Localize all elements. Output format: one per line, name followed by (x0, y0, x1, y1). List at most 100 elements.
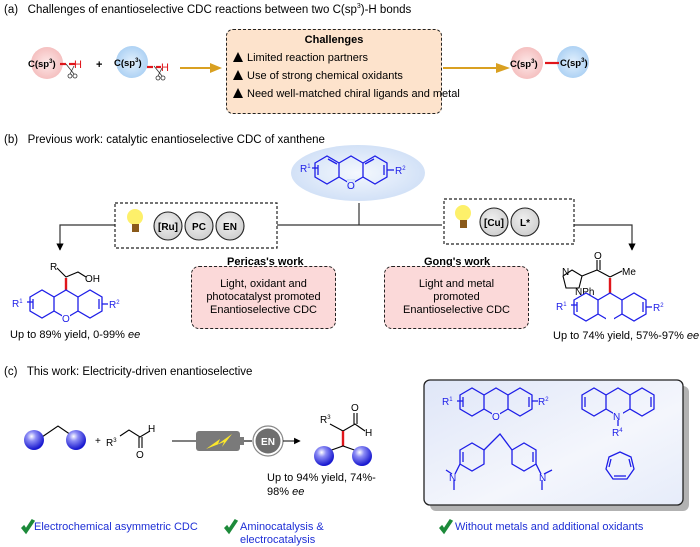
gong-box: Light and metal promoted Enantioselectiv… (384, 266, 529, 329)
r2-label: R2 (538, 397, 549, 408)
pericas-line: photocatalyst promoted (206, 291, 321, 303)
challenges-heading: Challenges (304, 34, 364, 46)
r2-label: R2 (109, 300, 120, 311)
challenge-text: Use of strong chemical oxidants (247, 70, 403, 82)
gong-line: Enantioselective CDC (403, 304, 510, 316)
r-label: R (50, 262, 57, 273)
catalyst-label: [Ru] (158, 222, 178, 233)
section-c-title-text: This work: Electricity-driven enantiosel… (26, 366, 253, 378)
hydrogen-label: H (148, 424, 155, 435)
blue-sphere (116, 46, 148, 78)
section-c-yield-note: Up to 94% yield, 74%- 98% ee (267, 471, 376, 499)
reactant-2: C(sp3) H (114, 46, 169, 81)
catalyst-label: L* (520, 218, 530, 229)
lightbulb-icon (127, 209, 143, 232)
product-right-label: C(sp3) (560, 58, 588, 69)
lightbulb-icon (455, 205, 471, 228)
challenge-item: Use of strong chemical oxidants (233, 70, 441, 82)
checkmark-icon (20, 519, 36, 535)
scissors-icon (65, 63, 78, 79)
section-a-title-text: Challenges of enantioselective CDC react… (27, 3, 357, 16)
triangle-bullet-icon (233, 88, 243, 98)
gong-title: Gong's work (424, 256, 491, 268)
product-left-label: C(sp3) (510, 59, 538, 70)
pericas-catalyst-box (114, 202, 278, 249)
catalyst-circle (153, 211, 183, 241)
reactant-2-label: C(sp3) (114, 58, 142, 69)
checkmark-icon (223, 519, 239, 535)
en-label: EN (261, 437, 275, 448)
challenge-text: Need well-matched chiral ligands and met… (247, 88, 460, 100)
electrochemical-arrow: EN (172, 425, 301, 457)
substrate-balls (24, 425, 86, 450)
pink-sphere (511, 47, 543, 79)
challenge-item: Need well-matched chiral ligands and met… (233, 88, 460, 100)
section-b-title: (b) Previous work: catalytic enantiosele… (4, 134, 325, 146)
triangle-bullet-icon (233, 70, 243, 80)
r4-label: R4 (612, 428, 623, 439)
catalyst-label: EN (223, 222, 237, 233)
r1-label: R1 (442, 397, 453, 408)
checkmark-icon (438, 519, 454, 535)
pink-sphere (31, 47, 63, 79)
coupled-product: C(sp3) C(sp3) (510, 46, 589, 79)
hydrogen-label: H (161, 62, 169, 74)
hydrogen-label: H (365, 428, 372, 439)
oxygen-label: O (62, 314, 70, 325)
left-yield-note: Up to 89% yield, 0-99% ee (10, 329, 141, 341)
oxygen-label: O (492, 412, 500, 423)
sup: 3 (356, 3, 361, 10)
nitrogen-label: N (562, 267, 569, 278)
gold-arrow-in (180, 63, 222, 73)
pericas-box: Light, oxidant and photocatalyst promote… (191, 266, 336, 329)
oxygen-label: O (351, 403, 359, 414)
gold-arrow-out (443, 63, 510, 73)
check-label-line: Aminocatalysis & (240, 521, 324, 533)
section-c-title: (c) This work: Electricity-driven enanti… (4, 366, 252, 378)
reactant-1: C(sp3) H (28, 47, 82, 79)
challenge-item: Limited reaction partners (233, 52, 441, 64)
section-c-product: R3 O H (314, 403, 372, 466)
nph-label: NPh (575, 287, 594, 298)
check-label-no-metals: Without metals and additional oxidants (455, 521, 644, 533)
triangle-bullet-icon (233, 52, 243, 62)
catalyst-label: [Cu] (484, 218, 504, 229)
check-label-electrochemical: Electrochemical asymmetric CDC (34, 521, 198, 533)
scissors-icon (153, 65, 166, 81)
blue-sphere (557, 46, 589, 78)
gong-line: Light and metal (418, 278, 495, 290)
battery-icon (196, 431, 244, 451)
hydrogen-label: H (74, 59, 82, 71)
section-a-label: (a) (4, 3, 19, 16)
reactant-1-label: C(sp3) (28, 59, 56, 70)
yield-line-2: 98% ee (267, 486, 305, 498)
pericas-line: Light, oxidant and (220, 278, 307, 290)
section-c-label: (c) (4, 366, 18, 378)
oh-label: OH (85, 274, 100, 285)
oxygen-label: O (347, 181, 355, 192)
scope-cycloheptatriene (605, 451, 635, 480)
xanthene-structure (312, 155, 394, 185)
r3-label: R3 (320, 415, 331, 426)
oxygen-label: O (136, 450, 144, 461)
nitrogen-label: N (539, 473, 546, 484)
section-b-title-text: Previous work: catalytic enantioselectiv… (27, 134, 325, 146)
left-product-structure: R OH O R1 R2 (12, 262, 120, 325)
check-label-line: electrocatalysis (240, 534, 316, 546)
nitrogen-label: N (449, 473, 456, 484)
section-b-label: (b) (4, 134, 19, 146)
plus-sign: + (96, 59, 102, 71)
r3-label: R3 (106, 438, 117, 449)
r1-label: R1 (12, 299, 23, 310)
r1-label: R1 (300, 164, 311, 175)
section-a-title: (a) Challenges of enantioselective CDC r… (4, 3, 411, 16)
catalyst-label: PC (192, 222, 206, 233)
oxygen-label: O (594, 251, 602, 262)
aldehyde-structure: R3 H O (106, 424, 155, 461)
plus-sign: + (95, 436, 101, 447)
catalyst-circle (510, 207, 540, 237)
pericas-line: Enantioselective CDC (209, 304, 317, 316)
right-yield-note: Up to 74% yield, 57%-97% ee (553, 330, 700, 342)
catalyst-circle (479, 207, 509, 237)
